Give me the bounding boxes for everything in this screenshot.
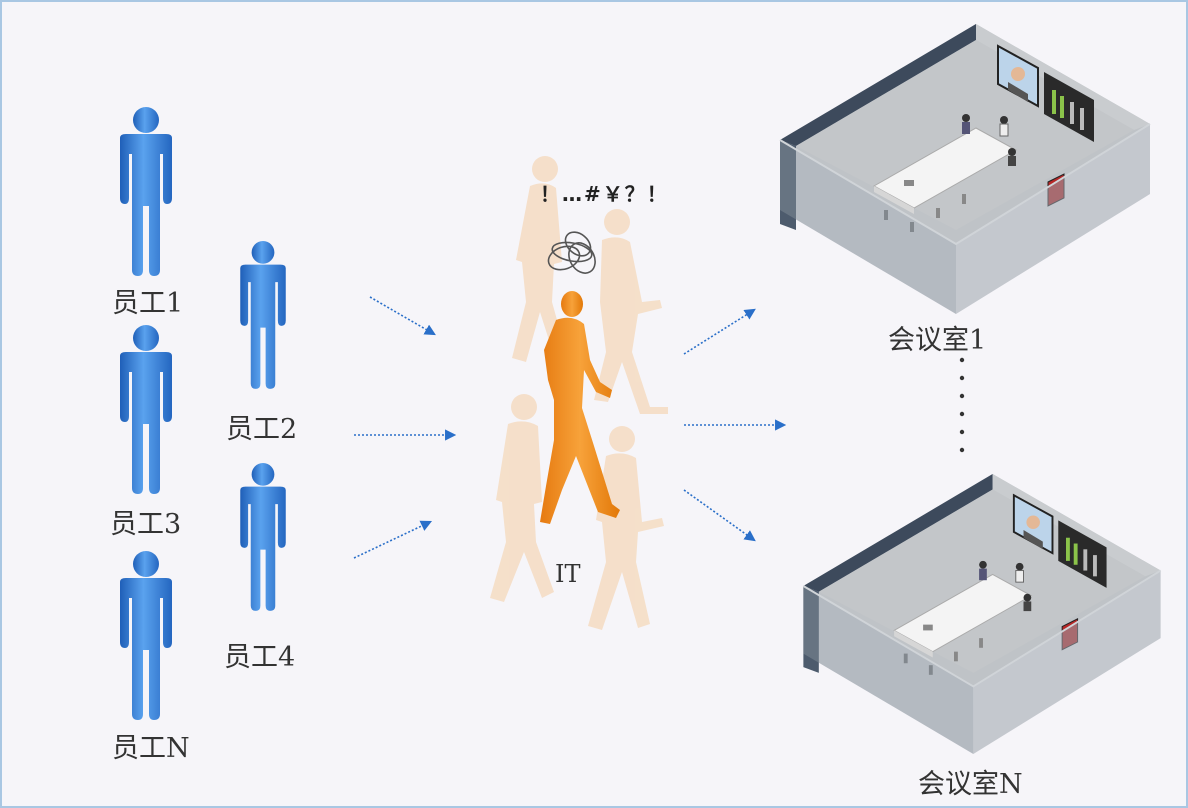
employee-label-2: 员工2 — [226, 414, 298, 445]
it-label: IT — [555, 560, 581, 588]
employee-label-1: 员工1 — [112, 288, 184, 319]
employee-label-4: 员工4 — [224, 642, 296, 673]
meeting-room-n-illustration — [802, 474, 1162, 754]
meeting-room-1-illustration — [779, 24, 1151, 314]
employee-label-3: 员工3 — [110, 509, 182, 540]
meeting-room-n-label: 会议室N — [918, 769, 1023, 800]
ellipsis-dots-vertical — [959, 357, 965, 453]
tangled-thoughts-icon — [547, 231, 596, 274]
meeting-room-1-label: 会议室1 — [888, 325, 987, 356]
it-person-figure — [540, 291, 620, 524]
employee-label-n: 员工N — [112, 733, 190, 764]
it-frustration-text: ！…#￥？！ — [540, 182, 669, 206]
